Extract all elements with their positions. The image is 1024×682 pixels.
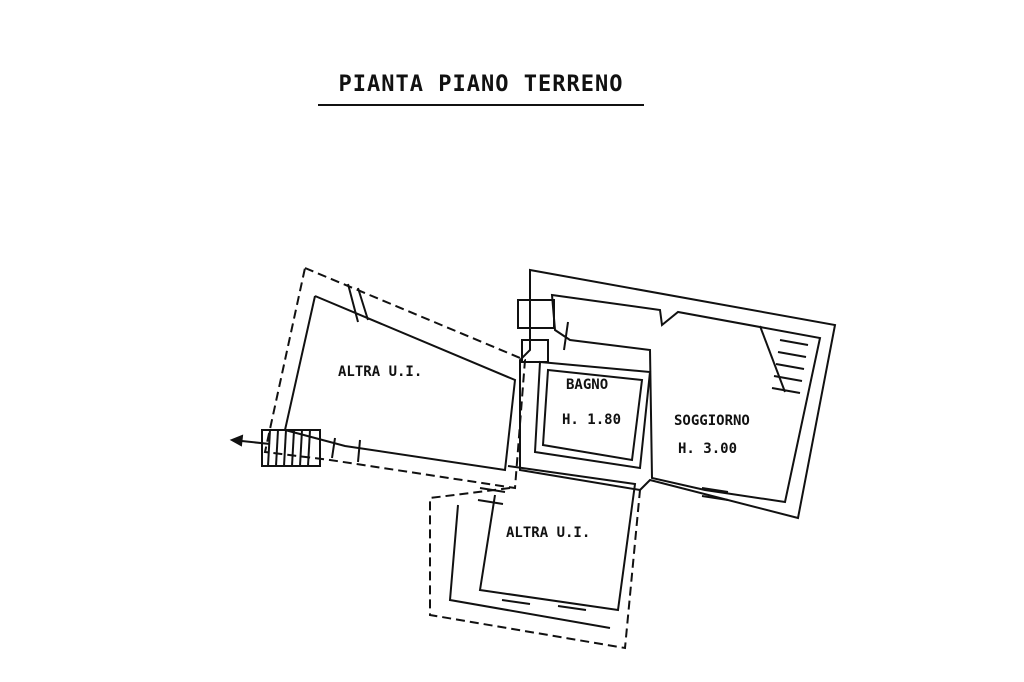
left-unit-walls: [263, 267, 527, 490]
right-unit-walls: [519, 268, 837, 520]
room-label-bagno: BAGNO: [566, 377, 608, 393]
bottom-unit-walls: [429, 465, 729, 650]
room-label-altra-ui-bottom: ALTRA U.I.: [506, 525, 590, 541]
right-stair: [759, 325, 809, 394]
entry-arrow-icon: [229, 434, 271, 447]
room-label-soggiorno: SOGGIORNO: [674, 413, 750, 429]
room-height-soggiorno: H. 3.00: [678, 441, 737, 457]
title-underline: [318, 104, 644, 106]
room-height-bagno: H. 1.80: [562, 412, 621, 428]
plan-title: PIANTA PIANO TERRENO: [338, 72, 624, 97]
closet-block: [517, 299, 569, 363]
left-stair: [261, 429, 321, 467]
room-label-altra-ui-top: ALTRA U.I.: [338, 364, 422, 380]
bagno-walls: [533, 360, 652, 470]
